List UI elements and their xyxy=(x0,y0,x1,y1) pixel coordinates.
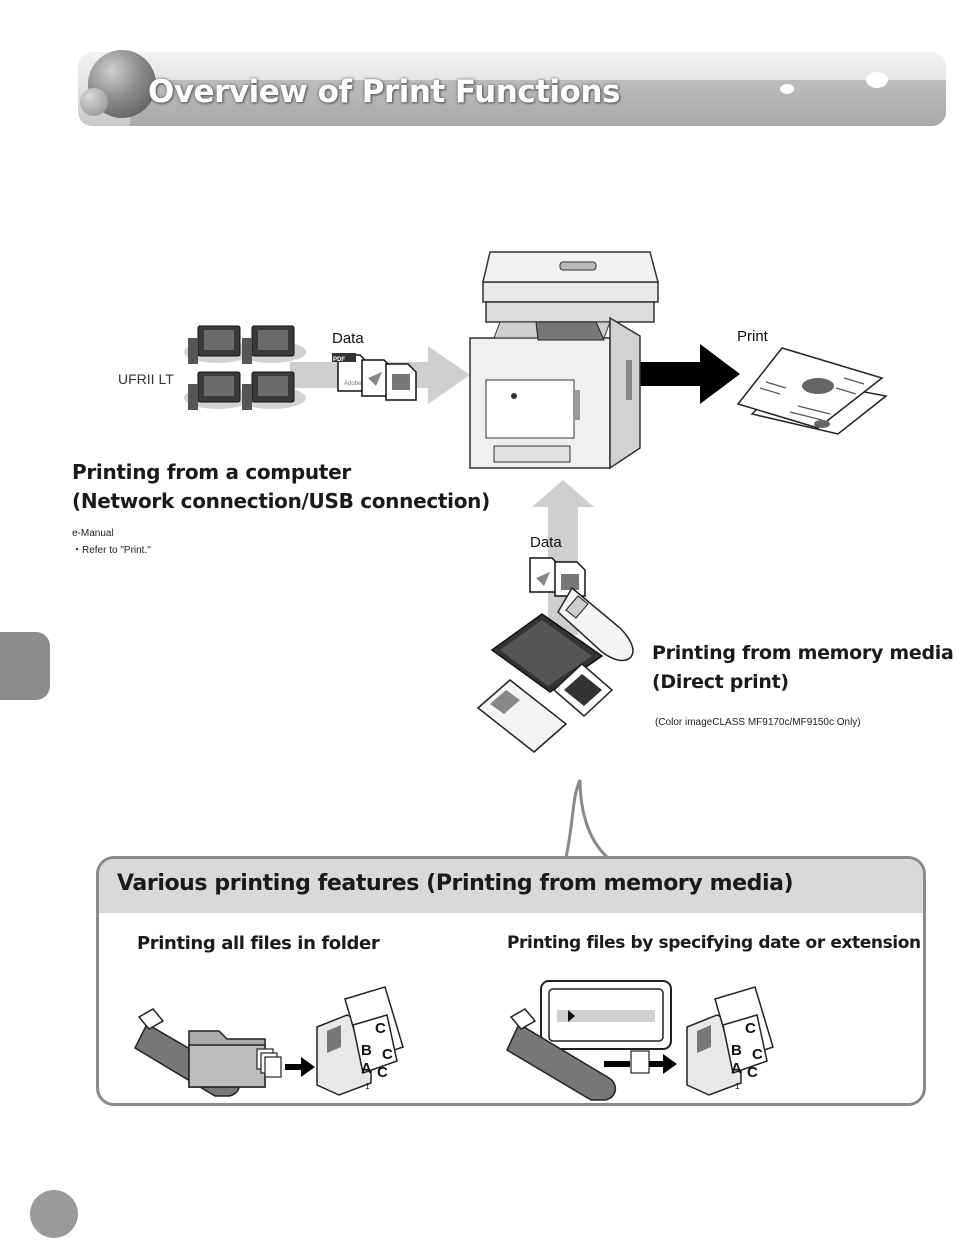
decorative-sphere-small xyxy=(80,88,108,116)
driver-label: UFRII LT xyxy=(118,371,174,387)
features-illustration: C B A C C 1 C B A C xyxy=(134,980,774,1101)
stack-letter: B xyxy=(731,1042,742,1059)
stack-letter: C xyxy=(377,1064,388,1081)
document-files-icon xyxy=(529,557,586,597)
multifunction-printer-icon xyxy=(469,251,659,470)
document-files-icon xyxy=(332,353,417,401)
printer-output-icon xyxy=(316,986,404,1096)
memory-print-heading-sub: (Direct print) xyxy=(652,671,789,693)
arrow-icon xyxy=(604,1050,677,1074)
stack-letter: C xyxy=(375,1020,386,1037)
stack-letter: A xyxy=(731,1060,742,1077)
stack-letter: C xyxy=(382,1046,393,1063)
document-stack-icon xyxy=(256,1048,282,1078)
print-label: Print xyxy=(737,328,768,345)
feature-all-files-label: Printing all files in folder xyxy=(137,933,380,954)
page-title: Overview of Print Functions xyxy=(148,74,620,110)
computer-print-heading: Printing from a computer xyxy=(72,460,351,484)
decorative-dot xyxy=(780,84,794,94)
printed-pages-icon xyxy=(736,347,888,435)
feature-filter-files-label: Printing files by specifying date or ext… xyxy=(507,933,921,953)
lcd-screen-icon xyxy=(540,980,672,1050)
printer-output-icon xyxy=(686,986,774,1096)
manual-label: e-Manual xyxy=(72,528,114,539)
stack-letter: C xyxy=(752,1046,763,1063)
print-output-arrow xyxy=(640,344,740,404)
page-number-mark: 1 xyxy=(735,1082,740,1091)
folder-icon xyxy=(188,1030,266,1088)
features-header xyxy=(99,859,923,913)
data-label-bottom: Data xyxy=(530,534,562,551)
memory-print-heading: Printing from memory media xyxy=(652,642,954,664)
data-label-top: Data xyxy=(332,330,364,347)
features-title: Various printing features (Printing from… xyxy=(117,871,794,896)
stack-letter: B xyxy=(361,1042,372,1059)
stack-letter: C xyxy=(747,1064,758,1081)
computer-print-heading-sub: (Network connection/USB connection) xyxy=(72,489,490,513)
computer-cluster-icon xyxy=(184,325,306,410)
stack-letter: A xyxy=(361,1060,372,1077)
decorative-dot xyxy=(866,72,888,88)
memory-media-icons xyxy=(476,586,634,753)
title-banner-band xyxy=(130,80,946,126)
features-panel: Various printing features (Printing from… xyxy=(96,856,926,1106)
page-number-circle xyxy=(30,1190,78,1238)
adobe-text: Adobe xyxy=(344,381,362,387)
stack-letter: C xyxy=(745,1020,756,1037)
callout-pointer xyxy=(564,779,612,860)
usb-drive-icon xyxy=(506,1008,617,1101)
chapter-side-tab xyxy=(0,632,50,700)
arrow-icon xyxy=(285,1057,315,1077)
page-number-mark: 1 xyxy=(365,1082,370,1091)
pdf-badge: PDF xyxy=(333,357,345,363)
manual-reference: ・Refer to "Print." xyxy=(72,545,151,556)
model-note: (Color imageCLASS MF9170c/MF9150c Only) xyxy=(655,717,861,728)
